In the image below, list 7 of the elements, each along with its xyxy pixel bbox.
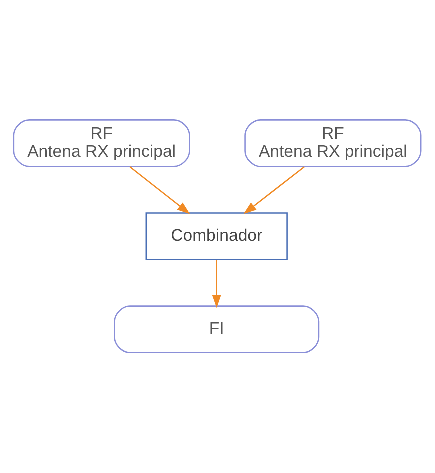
node-box: RF Antena RX principal [244, 120, 422, 168]
node-box: FI [114, 306, 320, 354]
arrow [244, 166, 305, 214]
arrow [212, 260, 222, 308]
node-box: Combinador [146, 212, 288, 260]
node-box: RF Antena RX principal [13, 120, 190, 168]
arrow [130, 166, 190, 214]
